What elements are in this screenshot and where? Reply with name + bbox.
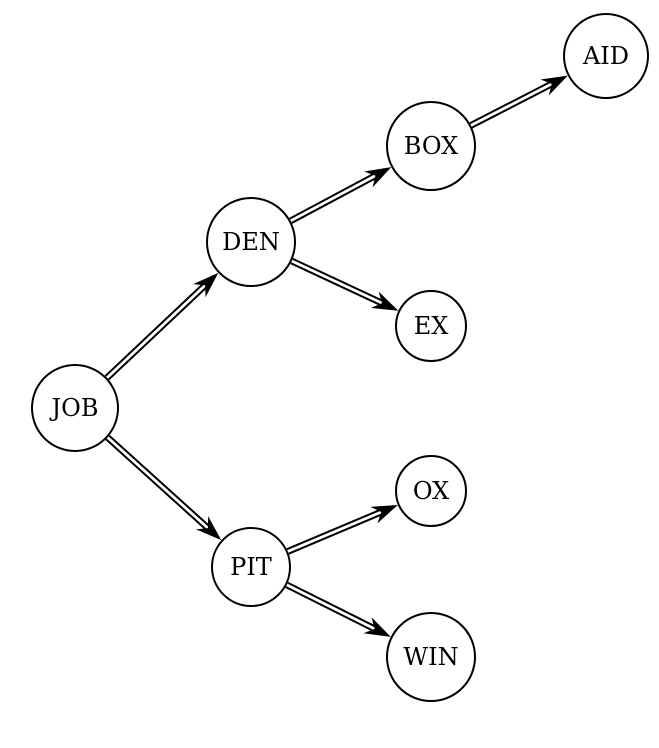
- arrowhead: [364, 167, 392, 188]
- node-label: DEN: [222, 228, 280, 256]
- edge-pit-to-win: [285, 581, 391, 637]
- node-ox: OX: [395, 455, 467, 527]
- arrowhead: [193, 272, 219, 298]
- node-circle: [31, 364, 119, 452]
- edge-rail: [288, 513, 383, 555]
- arrowhead: [195, 516, 222, 541]
- edge-rail: [286, 508, 381, 551]
- edge-den-to-box: [289, 167, 392, 224]
- node-label: OX: [413, 477, 449, 505]
- node-win: WIN: [386, 612, 476, 702]
- node-circle: [386, 101, 476, 191]
- edge-den-to-ex: [290, 257, 399, 311]
- edge-rail: [108, 434, 211, 528]
- node-circle: [211, 527, 291, 607]
- edge-pit-to-ox: [286, 505, 398, 555]
- arrowhead: [371, 291, 399, 311]
- edge-job-to-pit: [105, 434, 222, 541]
- arrowhead: [370, 505, 398, 524]
- edge-job-to-den: [104, 272, 219, 381]
- edge-rail: [291, 176, 378, 224]
- node-circle: [395, 455, 467, 527]
- edge-rail: [105, 438, 208, 531]
- node-circle: [395, 290, 467, 362]
- node-job: JOB: [31, 364, 119, 452]
- edges-layer: [104, 75, 568, 637]
- node-circle: [206, 197, 296, 287]
- edge-rail: [292, 257, 384, 302]
- node-label: BOX: [404, 132, 458, 160]
- node-circle: [386, 612, 476, 702]
- node-label: WIN: [403, 643, 458, 671]
- node-pit: PIT: [211, 527, 291, 607]
- node-den: DEN: [206, 197, 296, 287]
- edge-box-to-aid: [469, 75, 568, 129]
- arrowhead: [363, 617, 391, 637]
- node-circle: [563, 13, 649, 99]
- edge-rail: [471, 85, 554, 129]
- nodes-layer: JOB DEN PIT BOX EX OX WIN AID: [31, 13, 649, 702]
- arrowhead: [540, 75, 568, 96]
- node-ex: EX: [395, 290, 467, 362]
- edge-rail: [104, 282, 205, 377]
- node-label: EX: [414, 312, 449, 340]
- node-label: AID: [582, 42, 629, 70]
- edge-rail: [107, 286, 208, 381]
- node-box: BOX: [386, 101, 476, 191]
- edge-rail: [289, 172, 375, 220]
- node-label: PIT: [230, 553, 272, 581]
- edge-rail: [290, 262, 382, 307]
- edge-rail: [287, 581, 377, 628]
- node-label: JOB: [49, 394, 99, 422]
- node-aid: AID: [563, 13, 649, 99]
- edge-rail: [285, 586, 375, 632]
- edge-rail: [469, 80, 552, 125]
